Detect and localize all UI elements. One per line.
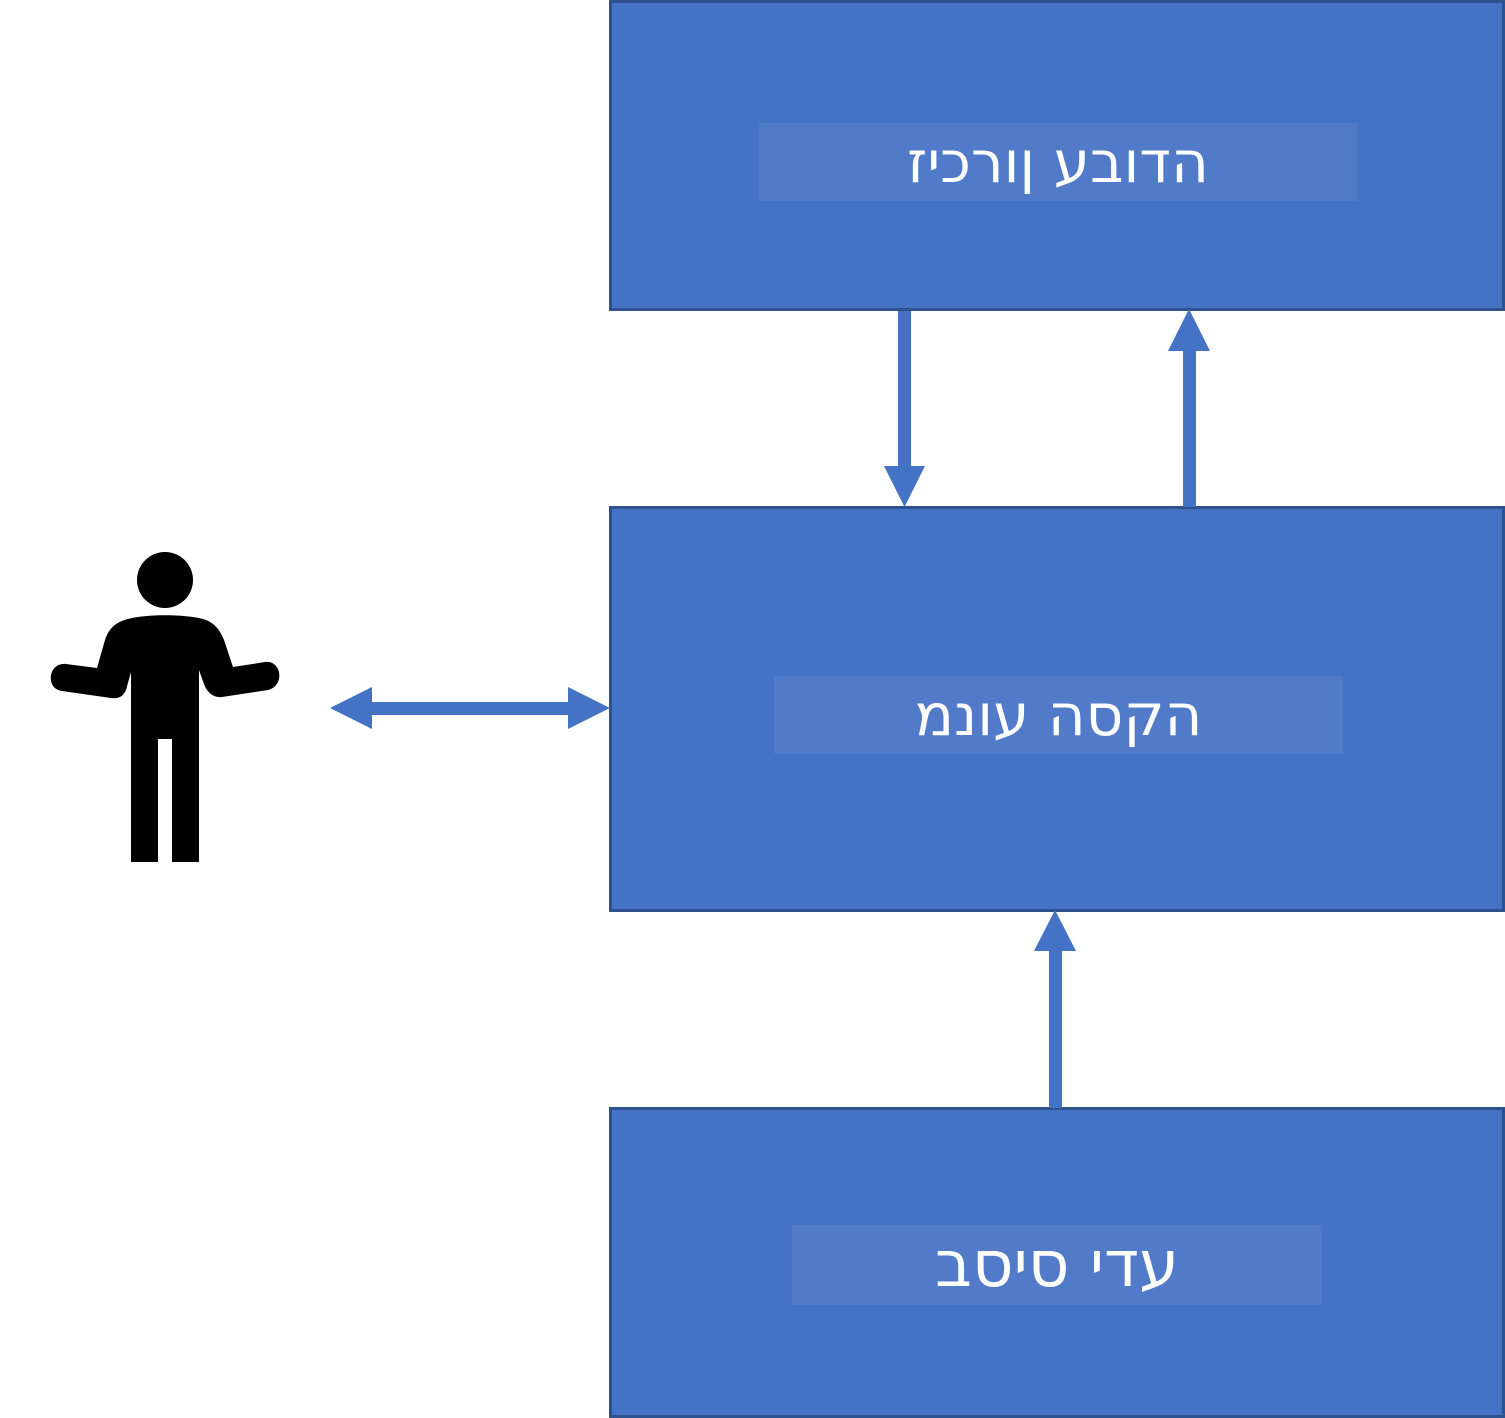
top-box-label: הדובע ןורכיז <box>907 128 1209 196</box>
arrow-person-middle-bidirectional <box>330 687 610 729</box>
top-box <box>609 0 1505 311</box>
middle-box-label-area: הקסה עונמ <box>774 676 1343 754</box>
arrow-middle-to-top <box>1168 309 1210 507</box>
arrow-top-to-middle <box>884 311 925 507</box>
arrow-bottom-to-middle <box>1034 910 1076 1108</box>
person-shrug-icon <box>50 552 280 862</box>
bottom-box-label-area: עדי סיסב <box>792 1225 1322 1305</box>
middle-box <box>609 506 1505 912</box>
middle-box-label: הקסה עונמ <box>914 681 1203 749</box>
bottom-box <box>609 1107 1505 1418</box>
bottom-box-label: עדי סיסב <box>934 1228 1180 1302</box>
top-box-label-area: הדובע ןורכיז <box>759 123 1357 201</box>
